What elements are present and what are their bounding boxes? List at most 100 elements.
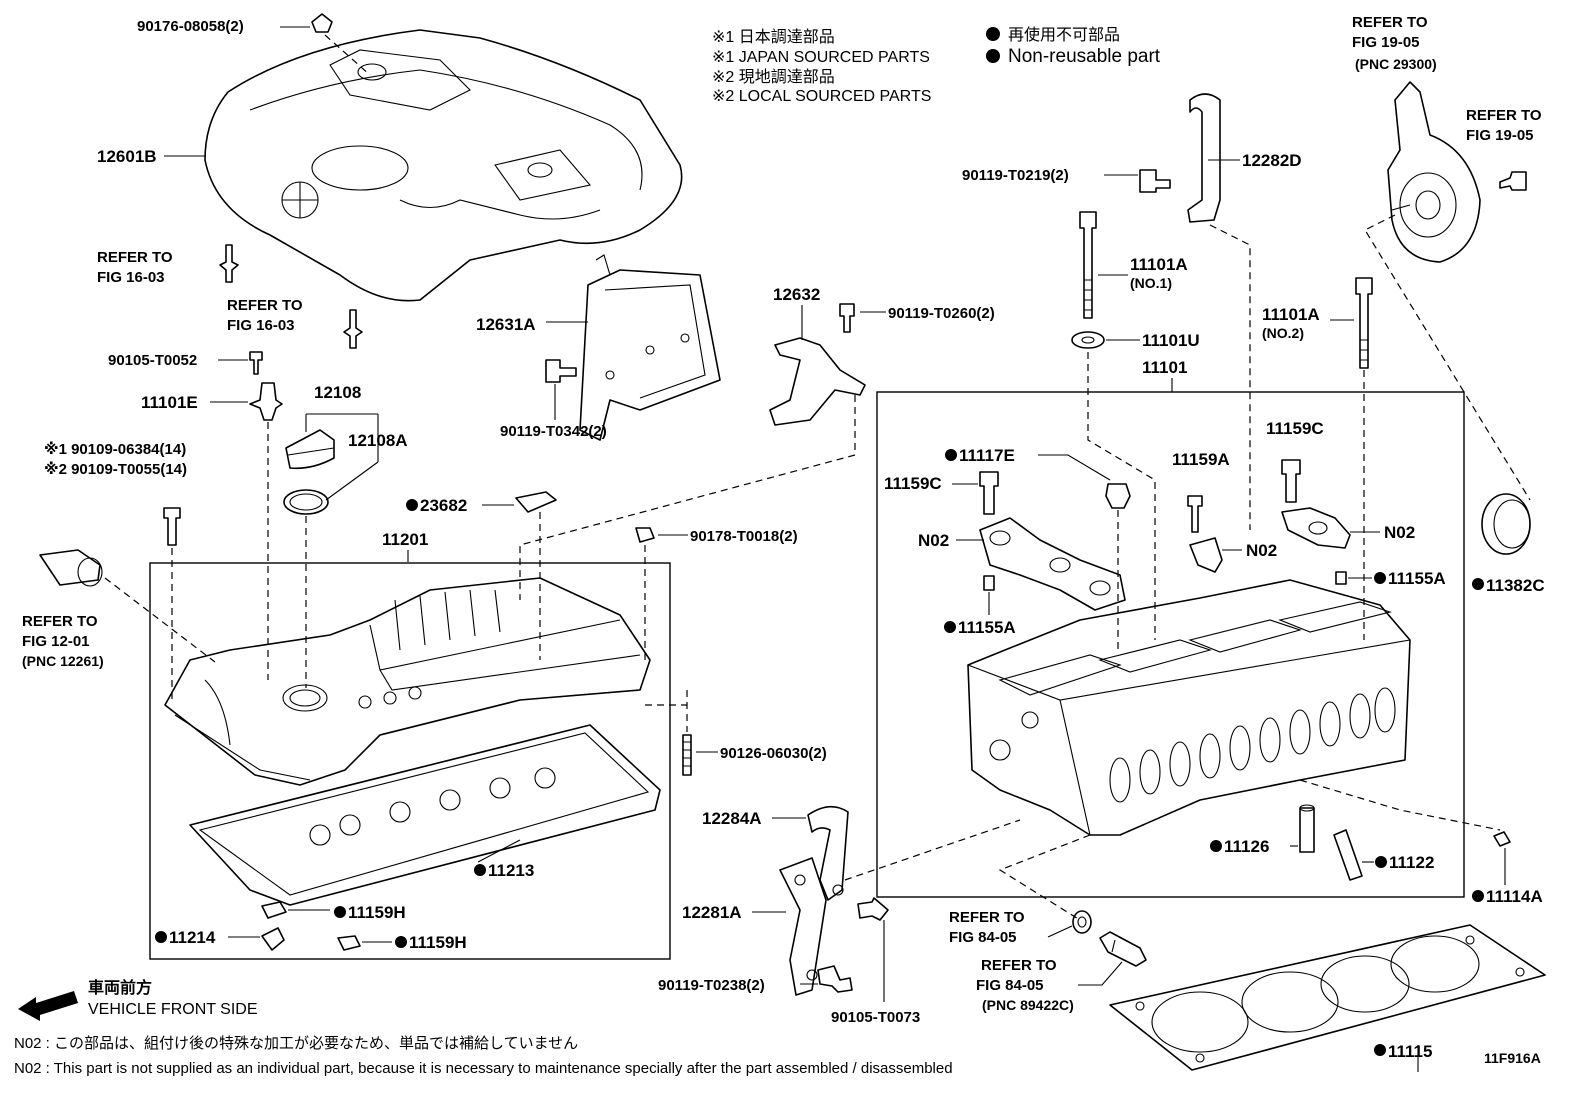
- part-label-11201: 11201: [382, 530, 428, 549]
- part-label-11122: 11122: [1389, 853, 1434, 872]
- part-label-11101A-1: 11101A: [1130, 255, 1188, 274]
- part-label-11101U: 11101U: [1142, 331, 1200, 350]
- hose-drawing: [39, 549, 216, 663]
- dowel-drawing: [983, 571, 1347, 591]
- nonreusable-dot-icon: [395, 936, 407, 948]
- part-label-11115: 11115: [1388, 1042, 1432, 1061]
- engine-cover-drawing: [204, 29, 683, 302]
- label-no2: (NO.2): [1262, 325, 1304, 341]
- nonreusable-dot-icon: [1374, 1044, 1386, 1056]
- bracket-12631A-drawing: [579, 254, 721, 441]
- cap-gasket-drawing: [283, 461, 379, 688]
- hanger-12284A-drawing: [807, 805, 849, 901]
- legend: ※1 日本調達部品 ※1 JAPAN SOURCED PARTS ※2 現地調達…: [712, 26, 1161, 105]
- figure-code: 11F916A: [1484, 1050, 1541, 1066]
- front-label-jp: 車両前方: [88, 978, 152, 997]
- hanger-12282D-drawing: [1187, 93, 1251, 530]
- part-label-90109-06384: ※1 90109-06384(14): [44, 440, 186, 458]
- bolt-drawing: [1139, 169, 1171, 193]
- ref-label-1201-2: FIG 12-01: [22, 633, 90, 650]
- nonreusable-dot-icon: [945, 449, 957, 461]
- nonreusable-dot-icon: [474, 864, 486, 876]
- part-label-90126: 90126-06030(2): [720, 745, 827, 762]
- ref-label-1603b-2: FIG 16-03: [227, 317, 295, 334]
- legend-nonreuse-en: Non-reusable part: [1008, 46, 1161, 67]
- nonreusable-dot-icon: [944, 621, 956, 633]
- ref-label-1603a-2: FIG 16-03: [97, 269, 165, 286]
- head-cover-gasket-drawing: [189, 724, 661, 906]
- label-n02-b: N02: [1246, 541, 1277, 560]
- part-label-12108A: 12108A: [348, 431, 408, 450]
- part-label-90105-T0073: 90105-T0073: [831, 1009, 920, 1026]
- ref-label-1603b-1: REFER TO: [227, 297, 303, 314]
- plug-sensor-a-drawing: [1072, 910, 1092, 934]
- ref-label-1201-3: (PNC 12261): [22, 653, 104, 669]
- vehicle-front-arrow-icon: [18, 991, 78, 1021]
- ref-label-1905b-2: FIG 19-05: [1466, 127, 1534, 144]
- bracket-12632-drawing: [769, 337, 866, 455]
- part-label-12281A: 12281A: [682, 903, 742, 922]
- footnote-en: N02 : This part is not supplied as an in…: [14, 1060, 953, 1077]
- part-label-12601B: 12601B: [97, 147, 157, 166]
- part-label-12631A: 12631A: [476, 315, 536, 334]
- ref-label-8405b-3: (PNC 89422C): [982, 997, 1074, 1013]
- temp-sensor-drawing: [1099, 931, 1147, 967]
- head-bolt-no1-drawing: [1079, 211, 1097, 319]
- part-label-12108: 12108: [314, 383, 361, 402]
- part-label-90105-T0052: 90105-T0052: [108, 352, 197, 369]
- part-label-11382C: 11382C: [1486, 576, 1545, 595]
- label-n02-a: N02: [918, 531, 949, 550]
- pin-11114A-drawing: [1493, 831, 1511, 847]
- part-label-11214: 11214: [169, 928, 216, 947]
- hanger-12281A-drawing: [779, 857, 827, 996]
- head-gasket-drawing: [1109, 924, 1546, 1071]
- bearing-cap-c-drawing: [1281, 507, 1351, 549]
- legend-japan-en: ※1 JAPAN SOURCED PARTS: [712, 49, 930, 66]
- nonreusable-dot-icon: [1374, 572, 1386, 584]
- label-no1: (NO.1): [1130, 275, 1172, 291]
- legend-local-jp: ※2 現地調達部品: [712, 68, 835, 86]
- legend-nonreuse-jp: 再使用不可部品: [1008, 26, 1120, 44]
- nonreusable-dot-icon: [155, 931, 167, 943]
- bolt-drawing: [857, 897, 889, 921]
- nonreusable-dot-icon: [1472, 890, 1484, 902]
- nonreusable-dot-icon: [406, 499, 418, 511]
- stud-drawing: [343, 309, 363, 349]
- plug-11101E-drawing: [249, 382, 283, 680]
- bolt-drawing: [817, 965, 853, 993]
- legend-japan-jp: ※1 日本調達部品: [712, 28, 835, 46]
- nonreusable-dot-icon: [986, 27, 1000, 41]
- part-label-90178: 90178-T0018(2): [690, 528, 798, 545]
- part-label-11159C-b: 11159C: [1266, 419, 1324, 438]
- oil-filler-cap-drawing: [285, 429, 335, 470]
- part-label-90176: 90176-08058(2): [137, 18, 244, 35]
- part-label-11101E: 11101E: [141, 393, 198, 412]
- head-cover-group-box: [149, 562, 671, 960]
- bolt-drawing: [545, 359, 577, 383]
- part-label-11126: 11126: [1224, 837, 1269, 856]
- front-label-en: VEHICLE FRONT SIDE: [88, 1001, 258, 1018]
- bolt-90109-drawing: [163, 507, 181, 700]
- nonreusable-dot-icon: [334, 906, 346, 918]
- ref-label-8405a-1: REFER TO: [949, 909, 1025, 926]
- bolt-drawing: [249, 351, 263, 375]
- label-n02-c: N02: [1384, 523, 1415, 542]
- part-label-11159C-a: 11159C: [884, 474, 942, 493]
- cylinder-head-cover-drawing: [164, 577, 651, 786]
- plug-11117E-drawing: [1105, 483, 1131, 650]
- cylinder-head-group-box: [876, 391, 1465, 898]
- ref-label-1201-1: REFER TO: [22, 613, 98, 630]
- ref-label-1905a-3: (PNC 29300): [1355, 56, 1437, 72]
- stud-drawing: [219, 244, 239, 283]
- nonreusable-dot-icon: [986, 49, 1000, 63]
- gasket-23682-drawing: [515, 491, 557, 660]
- ref-label-1905a-2: FIG 19-05: [1352, 34, 1420, 51]
- ref-label-8405a-2: FIG 84-05: [949, 929, 1017, 946]
- part-label-12632: 12632: [773, 285, 820, 304]
- part-label-90119-T0260: 90119-T0260(2): [888, 305, 995, 322]
- part-label-90119-T0238: 90119-T0238(2): [658, 977, 765, 994]
- part-label-12284A: 12284A: [702, 809, 762, 828]
- stud-90126-drawing: [645, 690, 692, 776]
- ref-label-1603a-1: REFER TO: [97, 249, 173, 266]
- part-label-90119-T0342: 90119-T0342(2): [500, 423, 607, 440]
